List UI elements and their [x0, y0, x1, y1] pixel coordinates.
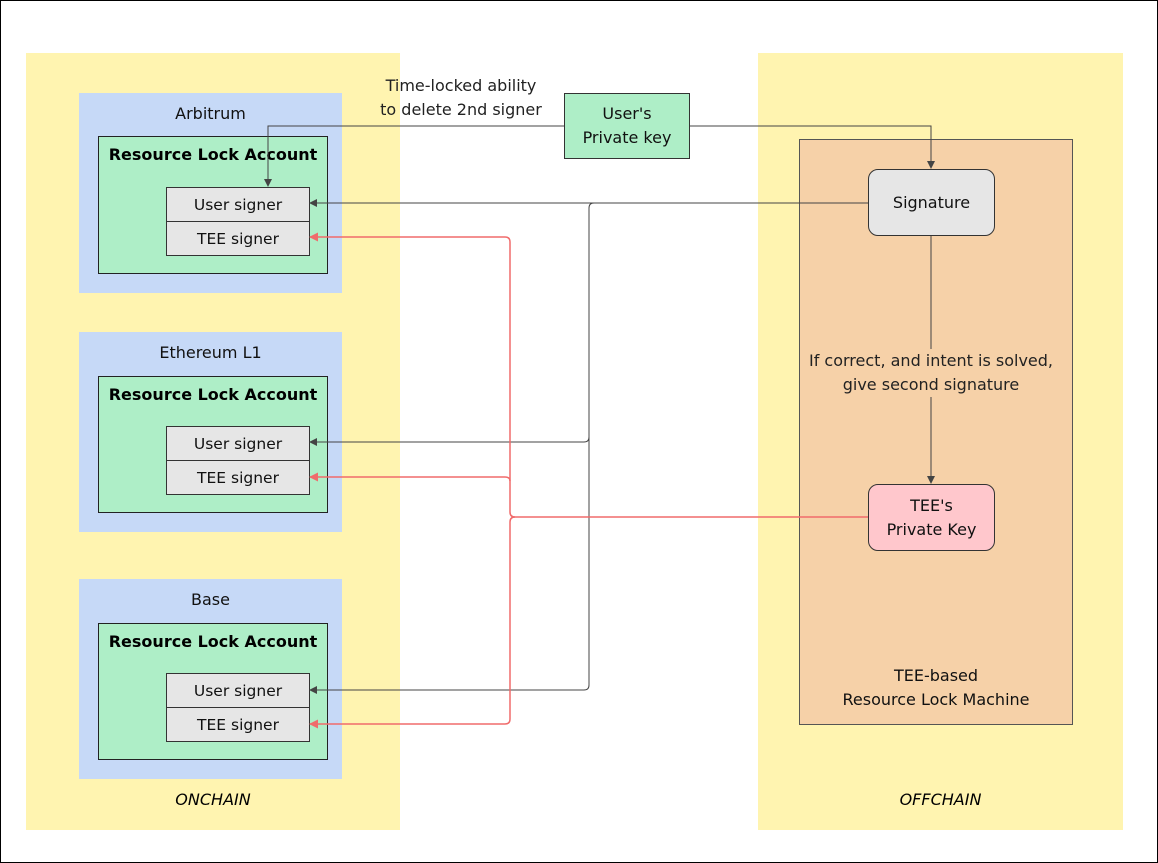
account-title: Resource Lock Account [108, 145, 318, 164]
user-private-key: User's Private key [564, 93, 690, 159]
condition-label: If correct, and intent is solved, give s… [801, 349, 1061, 397]
time-lock-note: Time-locked ability to delete 2nd signer [368, 74, 554, 122]
tee-private-key: TEE's Private Key [868, 484, 995, 551]
machine-label-line2: Resource Lock Machine [842, 690, 1030, 709]
tee-signer: TEE signer [166, 460, 310, 495]
tee-key-line2: Private Key [886, 519, 977, 539]
user-key-line1: User's [602, 104, 652, 123]
edge-tee-to-ethereum [309, 472, 511, 482]
signature-node: Signature [868, 169, 995, 236]
chain-title: Base [191, 590, 230, 609]
chain-ethereum-l1: Ethereum L1 Resource Lock Account User s… [79, 332, 342, 532]
time-lock-line2: to delete 2nd signer [380, 100, 542, 119]
tee-signer: TEE signer [166, 707, 310, 742]
account-title: Resource Lock Account [108, 385, 318, 404]
edge-user-key-to-signature [690, 125, 935, 169]
edge-signature-to-ethereum-user [309, 436, 590, 446]
condition-line1: If correct, and intent is solved, [808, 351, 1053, 370]
condition-line2: give second signature [842, 375, 1020, 394]
account-title: Resource Lock Account [108, 632, 318, 651]
chain-title: Ethereum L1 [159, 343, 262, 362]
user-signer: User signer [166, 187, 310, 222]
edge-signature-bus [583, 202, 595, 691]
onchain-label: ONCHAIN [175, 790, 251, 809]
chain-title: Arbitrum [175, 104, 246, 123]
resource-lock-machine: TEE-based Resource Lock Machine [799, 139, 1073, 725]
machine-label: TEE-based Resource Lock Machine [800, 664, 1072, 712]
resource-lock-account: Resource Lock Account User signer TEE si… [98, 623, 328, 760]
resource-lock-account: Resource Lock Account User signer TEE si… [98, 376, 328, 513]
tee-key-line1: TEE's [910, 495, 953, 515]
user-key-line2: Private key [582, 128, 672, 147]
offchain-label: OFFCHAIN [899, 790, 982, 809]
edge-tee-to-base [309, 516, 516, 729]
tee-signer: TEE signer [166, 221, 310, 256]
machine-label-line1: TEE-based [893, 666, 979, 685]
chain-base: Base Resource Lock Account User signer T… [79, 579, 342, 779]
time-lock-line1: Time-locked ability [385, 76, 537, 95]
resource-lock-account: Resource Lock Account User signer TEE si… [98, 136, 328, 274]
edge-user-key-to-arbitrum-signer [264, 125, 564, 187]
user-signer: User signer [166, 426, 310, 461]
